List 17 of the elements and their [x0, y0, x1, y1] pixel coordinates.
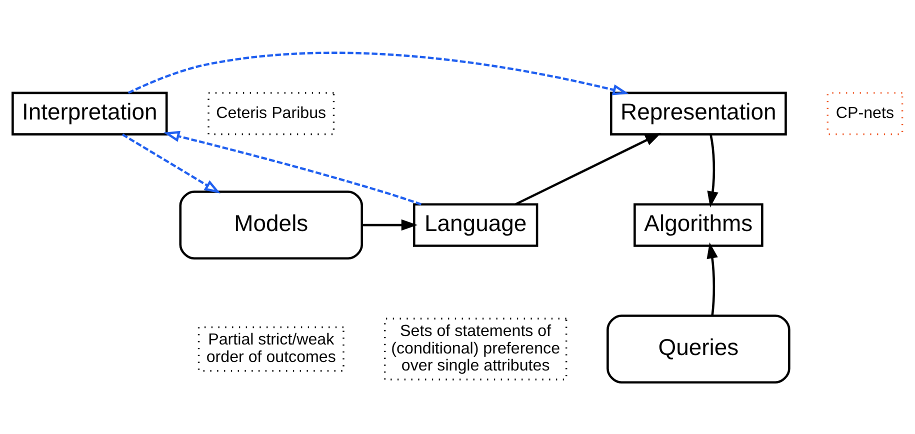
node-box: Interpretation	[12, 91, 168, 135]
node-box: CP-nets	[826, 92, 904, 135]
node-box: Algorithms	[634, 202, 764, 246]
arrow	[164, 130, 422, 205]
node-box: Queries	[606, 314, 790, 384]
arrow	[362, 218, 418, 230]
node-box: Sets of statements of (conditional) preference over single attributes	[384, 317, 568, 380]
arrow	[515, 132, 662, 205]
node-box: Partial strict/weak order of outcomes	[198, 326, 344, 372]
arrow	[706, 242, 718, 316]
node-box: Ceteris Paribus	[208, 92, 335, 135]
arrow	[707, 134, 718, 207]
arrow	[128, 51, 629, 95]
node-box: Representation	[610, 91, 787, 135]
node-box: Language	[413, 202, 538, 246]
node-box: Models	[179, 190, 364, 259]
arrow	[122, 133, 220, 193]
